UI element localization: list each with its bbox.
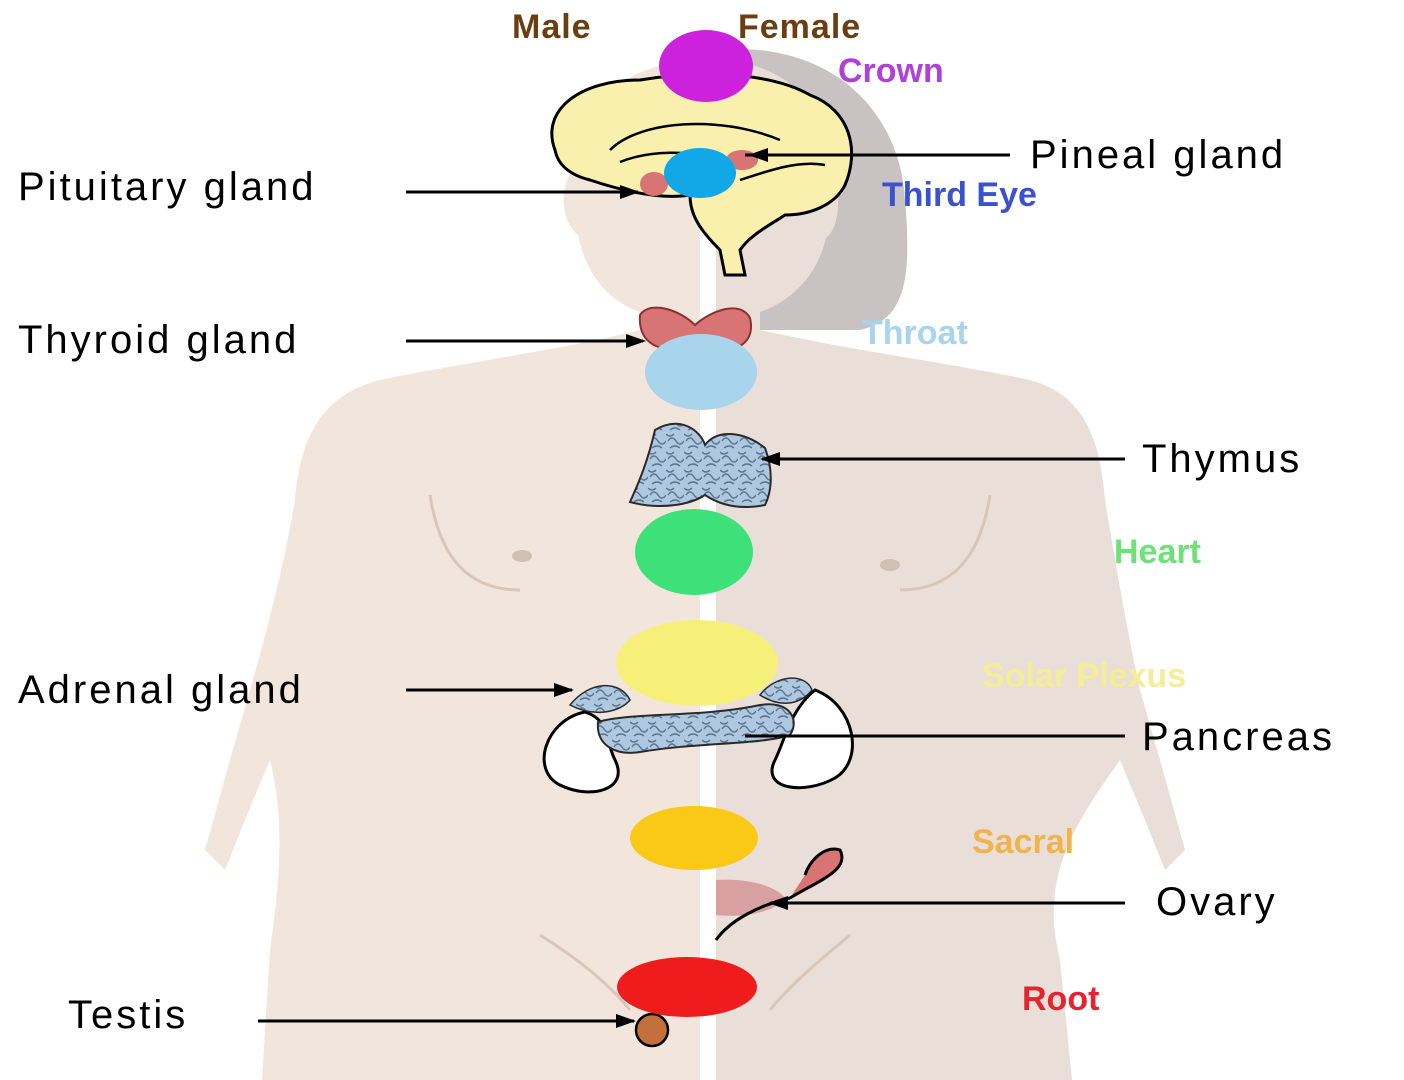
third-eye-chakra	[664, 148, 736, 198]
crown-label: Crown	[838, 52, 944, 90]
pituitary-gland-label: Pituitary gland	[18, 165, 316, 209]
thyroid-gland-label: Thyroid gland	[18, 318, 299, 362]
adrenal-gland-label: Adrenal gland	[18, 668, 304, 712]
female-nipple	[880, 559, 900, 571]
root-label: Root	[1022, 980, 1099, 1018]
sacral-label: Sacral	[972, 823, 1074, 861]
solar-plexus-chakra	[616, 620, 778, 706]
pancreas-label: Pancreas	[1142, 715, 1335, 759]
female-label: Female	[738, 8, 861, 46]
heart-label: Heart	[1114, 533, 1201, 571]
testis-label: Testis	[68, 993, 188, 1037]
third-eye-label: Third Eye	[882, 176, 1037, 214]
heart-chakra	[635, 509, 753, 595]
male-label: Male	[512, 8, 592, 46]
pituitary-gland-shape	[640, 172, 668, 196]
pineal-gland-label: Pineal gland	[1030, 133, 1286, 177]
male-body	[205, 60, 702, 1080]
ovary-label: Ovary	[1156, 880, 1278, 924]
testis-shape	[636, 1014, 668, 1046]
throat-chakra	[645, 334, 757, 410]
throat-label: Throat	[862, 314, 968, 352]
thymus-label: Thymus	[1142, 437, 1302, 481]
sacral-chakra	[630, 806, 758, 870]
male-nipple	[512, 550, 532, 562]
solar-plexus-label: Solar Plexus	[982, 657, 1186, 695]
root-chakra	[617, 957, 757, 1017]
